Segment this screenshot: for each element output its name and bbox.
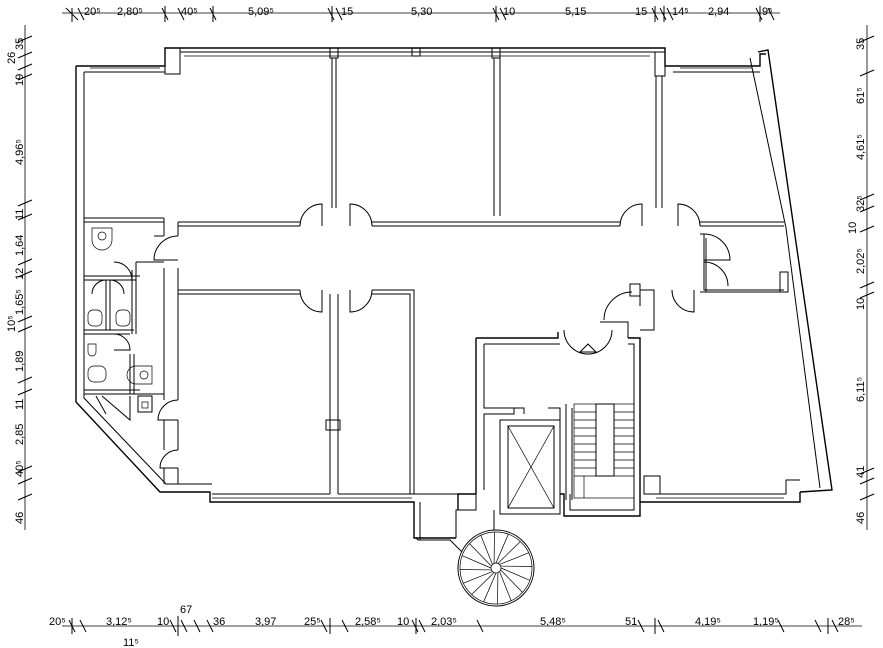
top-dim-1: 20⁵ [84, 6, 101, 18]
toilet-icon-3 [87, 365, 107, 383]
spiral-staircase [415, 494, 535, 607]
spiral-tread [471, 572, 495, 595]
left-dim-14: 46 [14, 512, 26, 524]
bottom-dim-14: 28⁵ [838, 616, 855, 628]
left-dim-5: 11 [14, 209, 26, 220]
interior-walls [84, 58, 789, 517]
right-dim-2: 61⁵ [855, 87, 867, 104]
shaft-icon [137, 395, 153, 413]
bottom-dim-3: 10 [157, 616, 169, 628]
bottom-dim-5: 3,97 [255, 616, 276, 628]
spiral-tread [469, 543, 492, 567]
top-dim-4: 5,09⁵ [248, 6, 274, 18]
doors [91, 203, 731, 469]
spiral-tread [462, 555, 492, 569]
bottom-dim-4: 36 [213, 616, 225, 628]
right-dim-5: 10 [847, 222, 859, 234]
spiral-tread [500, 567, 530, 581]
top-dim-7: 10 [503, 6, 515, 18]
bottom-dim-10: 5,48⁵ [540, 616, 566, 628]
exterior-walls [75, 47, 833, 539]
bottom-dim-extra-1: 67 [180, 604, 192, 616]
top-dim-6: 5,30 [411, 6, 432, 18]
right-dim-3: 4,61⁵ [855, 134, 867, 160]
left-dim-10: 1,89 [14, 351, 26, 372]
bottom-dim-1: 20⁵ [49, 616, 66, 628]
washbasin-icon [91, 227, 113, 251]
left-dim-3: 19 [14, 74, 26, 86]
bottom-dim-extra-2: 11⁵ [123, 637, 139, 648]
right-dim-10: 46 [855, 512, 867, 524]
top-dim-10: 14⁵ [672, 6, 689, 18]
spiral-tread [500, 569, 523, 593]
right-dim-8: 6,11⁵ [855, 377, 867, 402]
left-dimension-chain: 35 26 19 4,96⁵ 11 1,64 12 1,65⁵ 10⁵ 1,89… [6, 25, 33, 530]
urinal-icon [87, 343, 97, 357]
top-dim-11: 2,94 [708, 6, 729, 18]
top-dim-12: 9⁵ [762, 6, 773, 18]
right-dimension-chain: 35 61⁵ 4,61⁵ 32⁵ 10 2,02⁵ 10 6,11⁵ 41 46 [847, 25, 875, 530]
top-dim-3: 40⁵ [181, 6, 198, 18]
top-window-markers [90, 47, 752, 77]
left-dim-12: 2,85 [14, 424, 26, 445]
left-dim-13: 40⁵ [14, 460, 26, 477]
bottom-dimension-chain: 20⁵ 3,12⁵ 10 36 3,97 25⁵ 2,58⁵ 10 2,03⁵ … [49, 604, 862, 648]
toilet-icon [87, 309, 103, 327]
spiral-tread [483, 572, 497, 602]
left-dim-1: 35 [14, 38, 26, 50]
spiral-tread [497, 541, 521, 564]
left-dim-7: 12 [14, 268, 26, 280]
spiral-tread [499, 571, 512, 601]
right-dim-6: 2,02⁵ [855, 248, 867, 274]
spiral-tread [463, 571, 493, 584]
top-dim-5: 15 [341, 6, 353, 18]
spiral-tread [499, 552, 529, 565]
bottom-dim-12: 4,19⁵ [695, 616, 721, 628]
spiral-tread [495, 534, 509, 564]
right-dim-7: 10 [855, 298, 867, 310]
toilet-icon-2 [115, 309, 131, 327]
left-dim-6: 1,64 [14, 235, 26, 256]
top-dimension-chain: 20⁵ 2,80⁵ 40⁵ 5,09⁵ 15 5,30 10 5,15 15 1… [62, 6, 780, 22]
bottom-dim-13: 1,19⁵ [753, 616, 779, 628]
bottom-dim-8: 10 [397, 616, 409, 628]
right-dim-1: 35 [855, 38, 867, 50]
left-dim-4: 4,96⁵ [14, 139, 26, 165]
top-dim-9: 15 [635, 6, 647, 18]
bottom-dim-2: 3,12⁵ [106, 616, 132, 628]
bottom-dim-6: 25⁵ [304, 616, 321, 628]
left-dim-9: 10⁵ [6, 315, 18, 332]
bottom-dim-7: 2,58⁵ [355, 616, 381, 628]
left-dim-8: 1,65⁵ [14, 289, 26, 315]
bottom-dim-11: 51 [625, 616, 637, 628]
top-dim-2: 2,80⁵ [117, 6, 143, 18]
right-dim-4: 32⁵ [855, 195, 867, 212]
left-dim-11: 11 [14, 399, 26, 410]
right-dim-9: 41 [855, 466, 867, 478]
bottom-dim-9: 2,03⁵ [431, 616, 457, 628]
left-dim-2: 26 [6, 52, 18, 64]
spiral-tread [480, 535, 493, 565]
main-staircase [573, 403, 635, 499]
top-dim-8: 5,15 [565, 6, 586, 18]
sink-icon [126, 365, 153, 385]
sanitary-fixtures [87, 227, 153, 422]
